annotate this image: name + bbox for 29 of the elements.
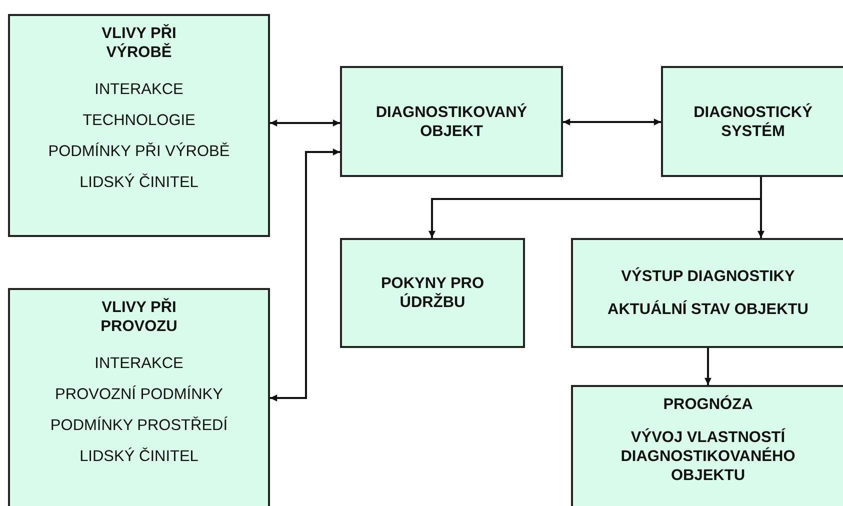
process-box [8, 14, 270, 237]
process-box [571, 385, 843, 506]
process-box [661, 66, 843, 177]
list-item: LIDSKÝ ČINITEL [80, 447, 198, 466]
arrow [757, 177, 764, 238]
process-box [340, 238, 525, 348]
box-heading: VLIVY PŘI PROVOZU [100, 298, 178, 336]
process-box [340, 66, 563, 177]
arrow [704, 348, 712, 385]
list-item: PODMÍNKY PŘI VÝROBĚ [48, 142, 230, 161]
list-item: PODMÍNKY PROSTŘEDÍ [50, 416, 228, 435]
box-label: DIAGNOSTIKOVANÝ OBJEKT [374, 102, 528, 140]
box-label: DIAGNOSTICKÝ SYSTÉM [692, 102, 814, 140]
box-text: AKTUÁLNÍ STAV OBJEKTU [608, 300, 808, 319]
list-item: INTERAKCE [94, 80, 184, 99]
box-heading: VLIVY PŘI VÝROBĚ [100, 24, 178, 62]
box-heading: VÝSTUP DIAGNOSTIKY [621, 267, 795, 286]
list-item: PROVOZNÍ PODMÍNKY [55, 385, 223, 404]
process-box [8, 288, 270, 506]
list-item: TECHNOLOGIE [82, 111, 196, 130]
box-label: POKYNY PRO ÚDRŽBU [380, 274, 486, 312]
list-item: INTERAKCE [94, 354, 184, 373]
process-box [571, 238, 843, 348]
box-heading: PROGNÓZA [663, 395, 753, 414]
arrow [270, 119, 340, 127]
list-item: LIDSKÝ ČINITEL [80, 173, 198, 192]
box-text: VÝVOJ VLASTNOSTÍ DIAGNOSTIKOVANÉHO OBJEKTU [620, 428, 796, 485]
arrow [270, 148, 340, 402]
arrow [563, 118, 661, 126]
